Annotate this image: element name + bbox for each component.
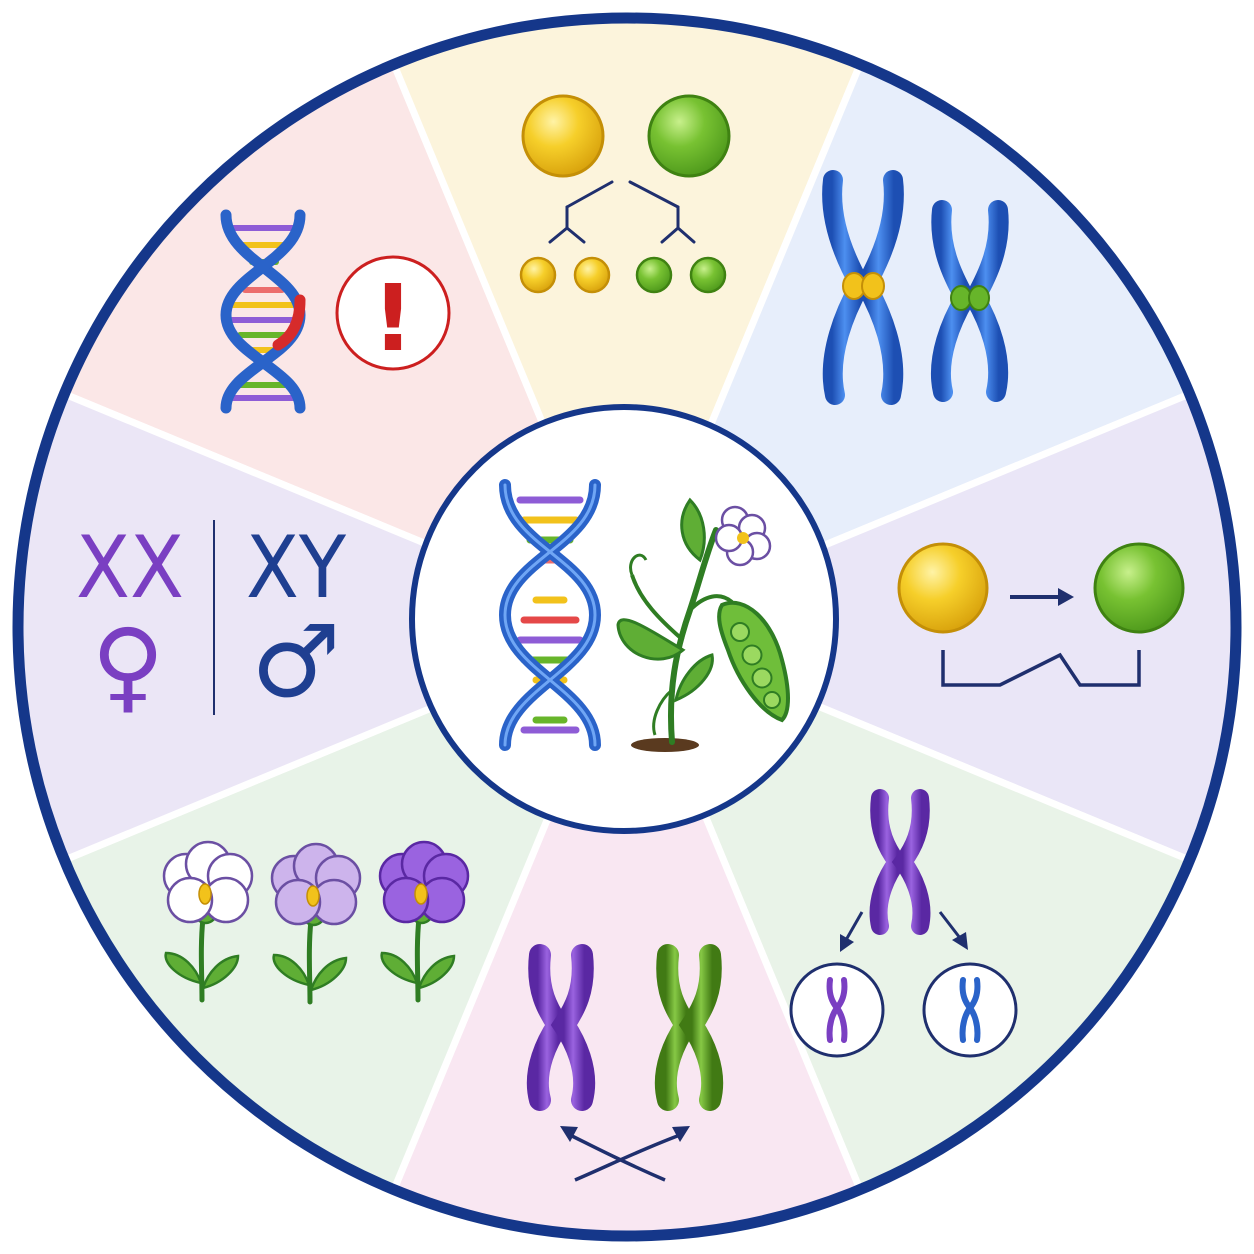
center-pea-pod <box>717 600 790 723</box>
light-purple-flower <box>270 842 362 1005</box>
dna-mutation-alert-icon: ! <box>220 209 451 414</box>
outer-ring <box>12 12 1242 1242</box>
center-dna-helix <box>498 479 602 751</box>
daughter-cell-purple <box>789 962 885 1058</box>
chromosome-blue-green-centromere <box>930 200 1009 402</box>
dna-pea-plant-center-icon <box>498 479 790 752</box>
mutation-dna-helix <box>220 209 306 414</box>
dominance-arrow-icon <box>897 542 1185 687</box>
daughter-cell-blue <box>922 962 1018 1058</box>
female-chromosomes-label: XX <box>76 518 184 618</box>
white-flower <box>162 840 254 1003</box>
chromosome-blue-yellow-centromere <box>822 170 904 405</box>
male-symbol-icon: ♂ <box>251 603 341 720</box>
female-symbol-icon: ♀ <box>91 607 164 724</box>
sector-sex-determination <box>22 377 637 877</box>
sector-segregation <box>377 22 877 637</box>
homologous-chromosomes-icon <box>822 170 1009 405</box>
parent-chromosome <box>869 789 931 935</box>
sex-chromosomes-icon: XX XY ♀ ♂ <box>76 518 346 724</box>
center-flower <box>714 505 772 567</box>
dark-purple-flower <box>378 840 470 1003</box>
sector-crossing-over <box>377 617 877 1232</box>
green-chromosome <box>654 944 724 1111</box>
male-chromosomes-label: XY <box>246 518 346 618</box>
allele-segregation-icon <box>519 94 731 294</box>
purple-chromosome <box>526 944 596 1111</box>
meiosis-division-icon <box>789 789 1018 1058</box>
flower-color-inheritance-icon <box>162 840 470 1005</box>
center-pea-plant <box>616 497 790 752</box>
alert-exclamation: ! <box>372 265 414 372</box>
crossing-over-icon <box>526 944 724 1182</box>
